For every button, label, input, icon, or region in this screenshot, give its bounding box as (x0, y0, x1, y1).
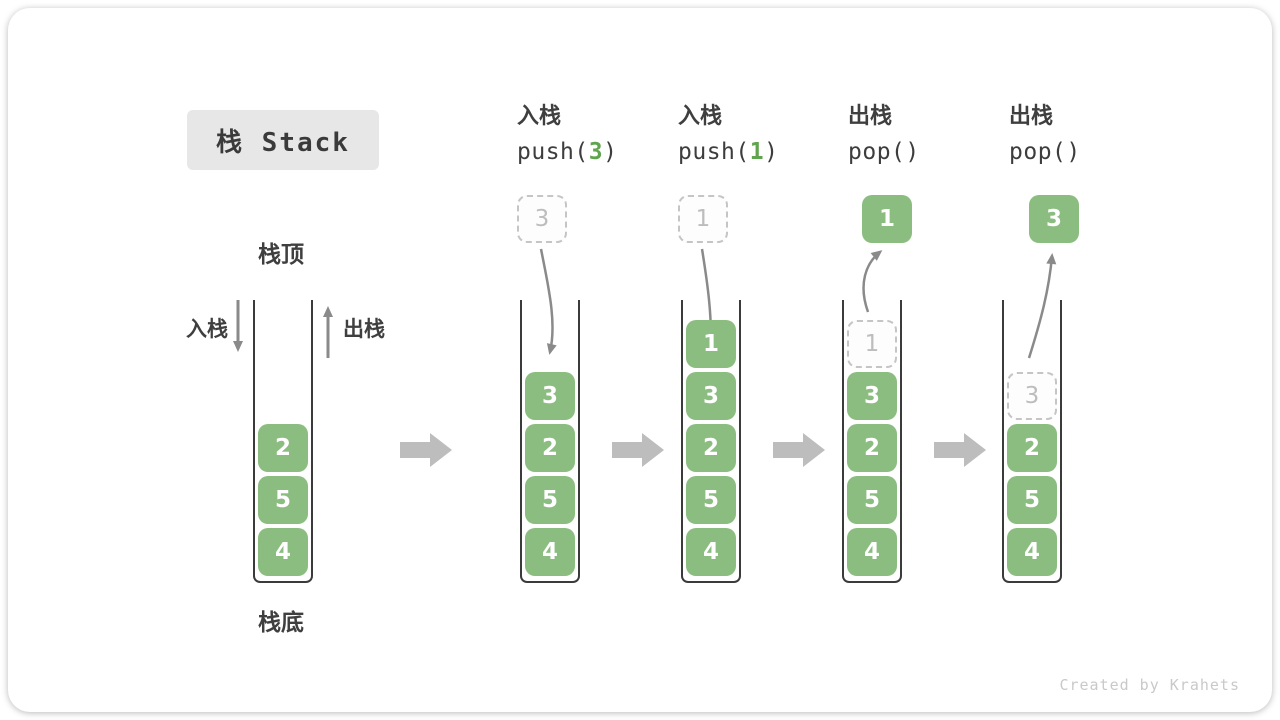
operation-code: push(3) (517, 139, 618, 165)
stack-box: 3 (847, 372, 897, 420)
stack-bottom-label: 栈底 (258, 610, 304, 636)
operation-code: pop() (1009, 139, 1081, 165)
stack-box: 2 (258, 424, 308, 472)
stack-box: 4 (847, 528, 897, 576)
incoming-value-box: 3 (517, 195, 567, 243)
stack-box: 4 (1007, 528, 1057, 576)
pop-3-arrow (1027, 253, 1057, 359)
popped-value-box: 1 (862, 195, 912, 243)
stack-box: 5 (525, 476, 575, 524)
operation-code: push(1) (678, 139, 779, 165)
stack-top-label: 栈顶 (258, 242, 304, 268)
step-arrow-3 (773, 433, 825, 467)
push-direction-label: 入栈 (186, 317, 228, 341)
operation-code: pop() (848, 139, 920, 165)
pop-1-arrow (862, 250, 883, 313)
popped-value-box: 3 (1029, 195, 1079, 243)
operation-name: 入栈 (678, 104, 723, 129)
stack-box: 3 (525, 372, 575, 420)
pop-direction-label: 出栈 (343, 317, 385, 341)
incoming-value-box: 1 (678, 195, 728, 243)
stack-box: 2 (847, 424, 897, 472)
stack-box: 3 (686, 372, 736, 420)
stack-box: 4 (258, 528, 308, 576)
stack-box: 5 (686, 476, 736, 524)
operation-name: 入栈 (517, 104, 562, 129)
stack-box: 2 (1007, 424, 1057, 472)
stack-box: 2 (686, 424, 736, 472)
ghost-box: 1 (847, 320, 897, 368)
stack-box: 5 (847, 476, 897, 524)
title-text: 栈 Stack (216, 127, 350, 158)
step-arrow-2 (612, 433, 664, 467)
step-arrow-4 (934, 433, 986, 467)
stack-box: 4 (686, 528, 736, 576)
operation-name: 出栈 (848, 104, 893, 129)
title-badge: 栈 Stack (187, 110, 379, 170)
push-3-arrow (539, 248, 557, 355)
ghost-box: 3 (1007, 372, 1057, 420)
stack-box: 1 (686, 320, 736, 368)
operation-label-push-3: 入栈 push(3) (517, 106, 617, 164)
stack-box: 4 (525, 528, 575, 576)
stack-box: 2 (525, 424, 575, 472)
operation-label-pop-1: 出栈 pop() (848, 106, 920, 164)
operation-label-push-1: 入栈 push(1) (678, 106, 778, 164)
stack-box: 5 (258, 476, 308, 524)
watermark: Created by Krahets (1059, 676, 1240, 694)
operation-label-pop-3: 出栈 pop() (1009, 106, 1081, 164)
operation-name: 出栈 (1009, 104, 1054, 129)
step-arrow-1 (400, 433, 452, 467)
stack-box: 5 (1007, 476, 1057, 524)
